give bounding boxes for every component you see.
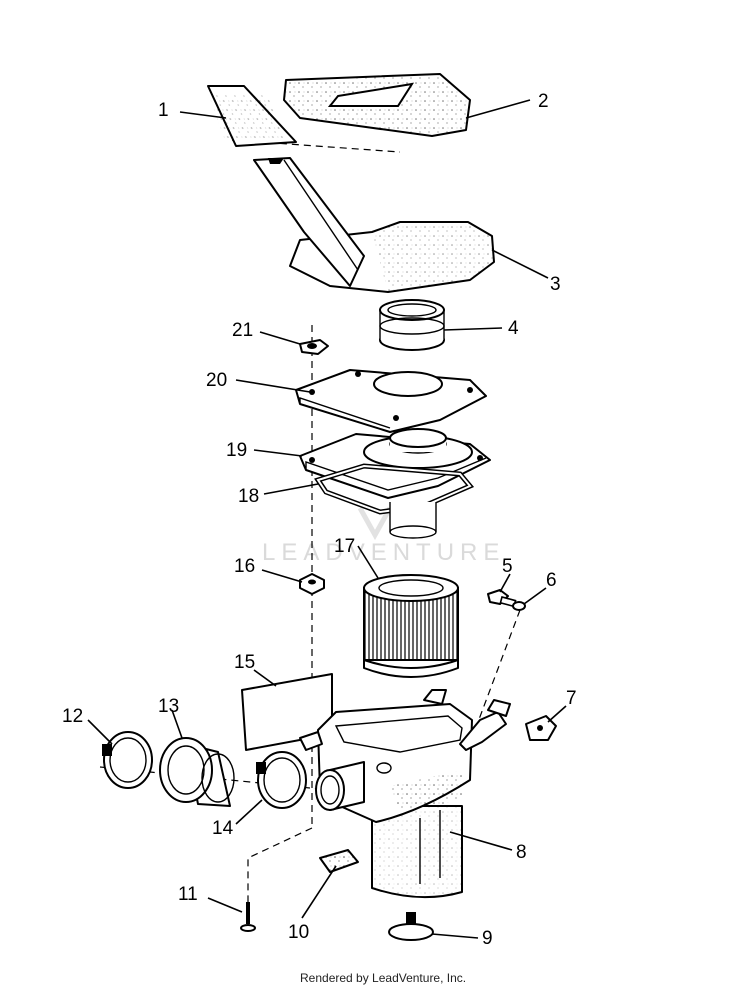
part-10-foam-block — [319, 849, 359, 873]
part-21-clip-nut — [299, 339, 329, 355]
callout-3: 3 — [550, 274, 561, 295]
callout-6: 6 — [546, 570, 557, 591]
callout-13: 13 — [158, 696, 179, 717]
part-9-drain-cap — [388, 912, 434, 941]
callout-15: 15 — [234, 652, 255, 673]
callout-17: 17 — [334, 536, 355, 557]
callout-16: 16 — [234, 556, 255, 577]
part-11-screw — [240, 902, 256, 932]
part-4-boot — [379, 299, 445, 351]
callout-21: 21 — [232, 320, 253, 341]
part-16-nut — [299, 573, 325, 595]
callout-4: 4 — [508, 318, 519, 339]
callout-9: 9 — [482, 928, 493, 949]
part-1-decal — [207, 85, 297, 147]
callout-10: 10 — [288, 922, 309, 943]
cover-outlet-tube — [389, 502, 437, 539]
footer-credit: Rendered by LeadVenture, Inc. — [300, 971, 466, 985]
part-18-gasket — [314, 463, 475, 515]
callout-8: 8 — [516, 842, 527, 863]
part-12-clamp — [102, 731, 153, 789]
callout-19: 19 — [226, 440, 247, 461]
part-5-bolt — [487, 589, 517, 608]
callout-20: 20 — [206, 370, 227, 391]
part-13-coupler — [159, 737, 235, 807]
leader-lines — [87, 99, 567, 939]
watermark: LEADVENTURE — [262, 506, 505, 566]
part-20-plate — [295, 369, 487, 433]
callout-11: 11 — [178, 884, 198, 905]
callout-7: 7 — [566, 688, 577, 709]
callout-14: 14 — [212, 818, 234, 839]
part-17-filter-element — [363, 574, 459, 678]
part-3-intake-cover — [253, 157, 495, 293]
watermark-text: LEADVENTURE — [262, 539, 505, 566]
part-2-foam-pad — [283, 73, 471, 137]
callout-18: 18 — [238, 486, 259, 507]
callout-2: 2 — [538, 91, 549, 112]
part-14-clamp — [256, 751, 307, 809]
callout-numbers: 1 2 3 4 5 6 7 8 9 10 11 12 13 14 15 16 1… — [62, 91, 577, 949]
callout-5: 5 — [502, 556, 513, 577]
part-6-washer — [512, 601, 526, 611]
airbox-inlet-tube — [315, 761, 365, 811]
callout-1: 1 — [158, 100, 169, 121]
callout-12: 12 — [62, 706, 83, 727]
